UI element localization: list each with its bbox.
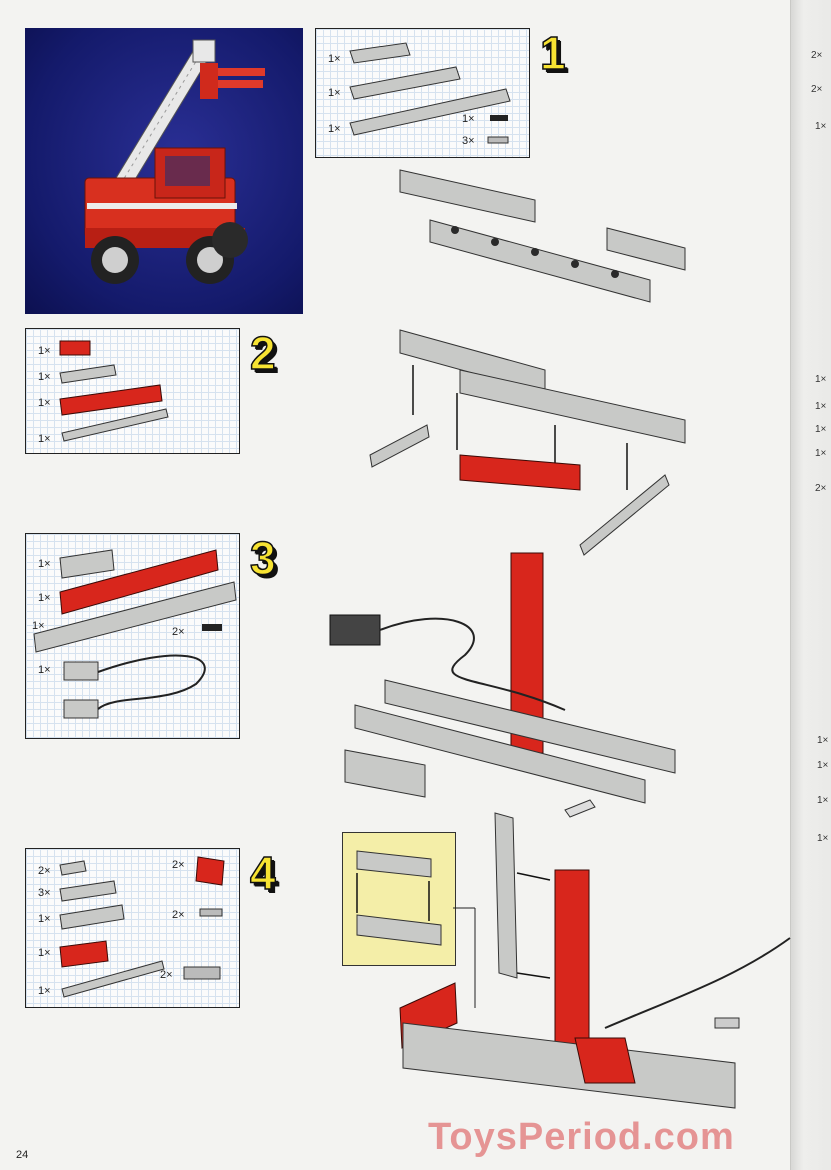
part-qty: 3× <box>38 887 51 899</box>
part-qty: 1× <box>328 53 341 65</box>
edge-qty: 1× <box>817 795 829 806</box>
step-4-assembly <box>399 812 791 1109</box>
step-1-parts-box: 1× 1× 1× 1× 3× <box>315 28 530 158</box>
edge-qty: 1× <box>817 735 829 746</box>
part-qty: 1× <box>38 985 51 997</box>
plate-stacking-diagram <box>356 850 442 946</box>
step-3-parts <box>33 549 237 719</box>
part-qty: 1× <box>38 947 51 959</box>
step-4-number: 4 <box>249 846 276 900</box>
part-qty: 2× <box>172 626 185 638</box>
step-3-parts-box: 1× 1× 1× 2× 1× <box>25 533 240 739</box>
part-qty: 1× <box>462 113 475 125</box>
step-3-number: 3 <box>249 531 276 585</box>
edge-qty: 1× <box>815 121 827 132</box>
model-photo <box>25 28 303 314</box>
edge-qty: 1× <box>815 448 827 459</box>
part-qty: 1× <box>328 87 341 99</box>
edge-qty: 2× <box>811 50 823 61</box>
step-1-assembly <box>399 169 686 303</box>
adjacent-page-edge: 2× 2× 1× 1× 1× 1× 1× 2× 1× 1× 1× 1× <box>790 0 831 1170</box>
part-qty: 1× <box>32 620 45 632</box>
part-qty: 1× <box>328 123 341 135</box>
edge-qty: 1× <box>817 760 829 771</box>
step-3-assembly <box>329 552 676 818</box>
part-qty: 2× <box>172 909 185 921</box>
edge-qty: 1× <box>815 424 827 435</box>
crane-truck-illustration <box>84 39 265 284</box>
watermark: ToysPeriod.com <box>428 1116 735 1158</box>
step-4-parts-box: 2× 3× 1× 1× 1× 2× 2× 2× <box>25 848 240 1008</box>
part-qty: 1× <box>38 345 51 357</box>
step-2-parts <box>59 340 169 442</box>
part-qty: 3× <box>462 135 475 147</box>
sub-assembly-callout <box>342 832 456 966</box>
part-qty: 1× <box>38 664 51 676</box>
step-2-parts-box: 1× 1× 1× 1× <box>25 328 240 454</box>
part-qty: 2× <box>38 865 51 877</box>
edge-qty: 1× <box>815 374 827 385</box>
page-number: 24 <box>16 1149 29 1161</box>
part-qty: 2× <box>172 859 185 871</box>
edge-qty: 2× <box>811 84 823 95</box>
part-qty: 1× <box>38 371 51 383</box>
part-qty: 1× <box>38 558 51 570</box>
part-qty: 2× <box>160 969 173 981</box>
edge-qty: 1× <box>815 401 827 412</box>
step-2-assembly <box>369 329 686 556</box>
edge-qty: 1× <box>817 833 829 844</box>
part-qty: 1× <box>38 397 51 409</box>
step-2-number: 2 <box>249 326 276 380</box>
step-4-parts <box>59 856 225 998</box>
step-1-parts <box>349 42 511 144</box>
edge-qty: 2× <box>815 483 827 494</box>
step-1-number: 1 <box>539 26 566 80</box>
part-qty: 1× <box>38 592 51 604</box>
part-qty: 1× <box>38 913 51 925</box>
part-qty: 1× <box>38 433 51 445</box>
